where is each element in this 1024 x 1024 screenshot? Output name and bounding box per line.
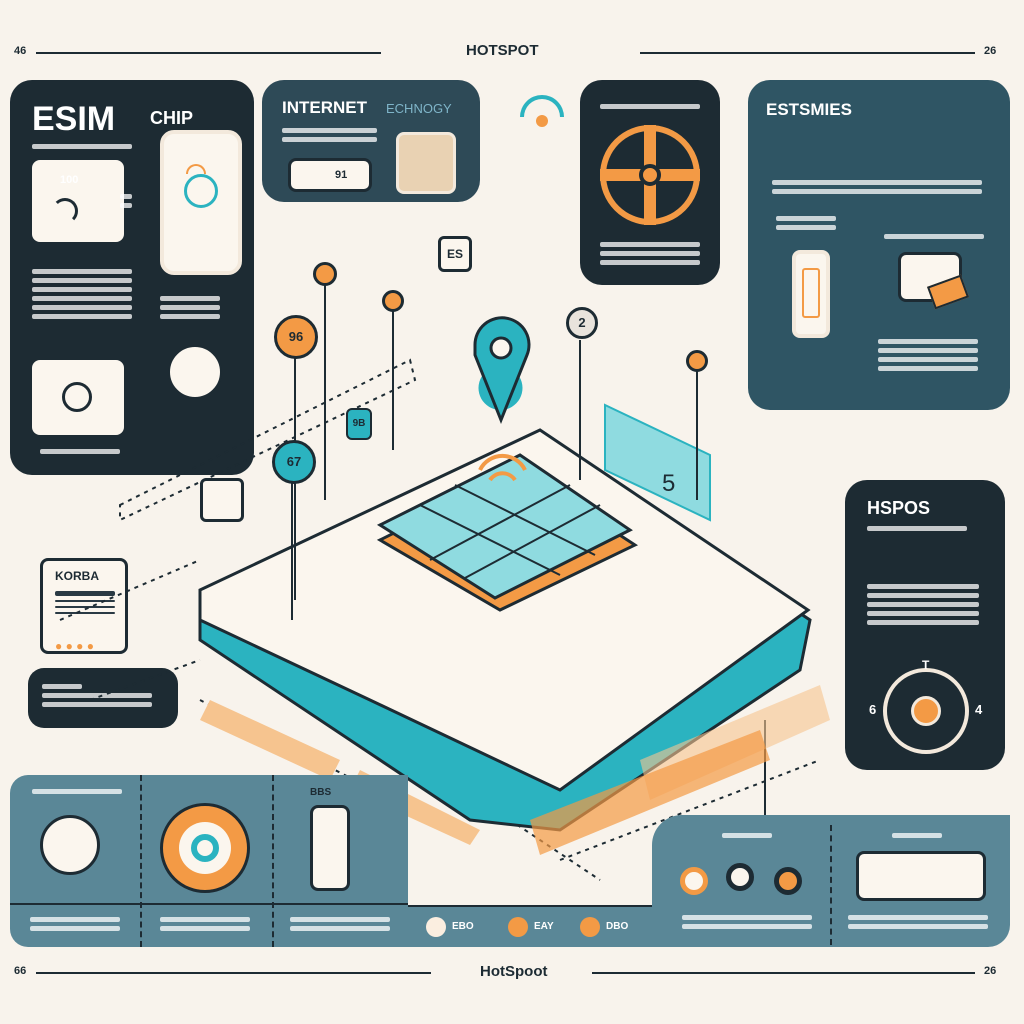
sensor-node-icon — [168, 345, 222, 399]
dial-icon[interactable] — [883, 668, 969, 754]
hspos-panel: HSPOS 6 4 T — [845, 480, 1005, 770]
legend-swatch-2 — [508, 917, 528, 937]
footer-left-number: 66 — [14, 965, 27, 977]
internet-title: INTERNET — [282, 98, 367, 117]
header-title: HOTSPOT — [466, 42, 539, 59]
location-pin-icon — [473, 316, 531, 425]
status-dot-3 — [774, 867, 802, 895]
info-sign — [604, 403, 711, 522]
laptop-icon — [200, 478, 244, 522]
map-marker-67[interactable]: 67 — [272, 440, 316, 484]
wifi-dot-icon — [536, 115, 548, 127]
legend-swatch-3 — [580, 917, 600, 937]
phone-icon-3 — [310, 805, 350, 891]
orange-tag-1 — [200, 700, 340, 780]
map-marker-96[interactable]: 96 — [274, 315, 318, 359]
crosshair-icon — [600, 125, 700, 225]
map-pin-orange[interactable] — [313, 262, 337, 286]
internet-title-suffix: ECHNOGY — [386, 101, 452, 116]
footer-rule-left — [36, 972, 431, 974]
crosshair-panel — [580, 80, 720, 285]
estsmies-panel: ESTSMIES — [748, 80, 1010, 410]
map-marker-9b[interactable]: 9B — [346, 408, 372, 440]
header-right-number: 26 — [984, 45, 997, 57]
dial-left-label: 6 — [869, 702, 877, 717]
map-pin-orange-2[interactable] — [382, 290, 404, 312]
dashed-connector — [119, 358, 417, 522]
signal-icon — [52, 198, 78, 224]
internet-card-value: 91 — [335, 169, 348, 181]
footer-rule-right — [592, 972, 975, 974]
legend-swatch-1 — [426, 917, 446, 937]
signal-card-value: 100 — [60, 174, 79, 186]
header-left-number: 46 — [14, 45, 27, 57]
estsmies-title: ESTSMIES — [766, 100, 852, 119]
sun-icon — [62, 382, 92, 412]
status-card[interactable] — [856, 851, 986, 901]
phone-label: BBS — [310, 787, 332, 798]
esim-panel: ESIM CHIP 100 — [10, 80, 254, 475]
banner-stripe-2 — [530, 730, 770, 855]
note-panel — [28, 668, 178, 728]
legend-label-2: EAY — [534, 921, 554, 932]
bottom-left-panel: BBS — [10, 775, 408, 947]
status-dot-2 — [726, 863, 754, 891]
dial-top-label: T — [922, 658, 930, 672]
esim-subtitle: CHIP — [150, 108, 194, 128]
map-marker-es[interactable]: ES — [438, 236, 472, 272]
map-surface — [198, 428, 811, 792]
header-rule-left — [36, 52, 381, 54]
esim-title: ESIM — [32, 100, 116, 138]
phone-icon-2 — [792, 250, 830, 338]
signal-card: 100 — [32, 160, 124, 242]
header-rule-right — [640, 52, 975, 54]
footer-title: HotSpoot — [480, 963, 548, 980]
status-dot-1 — [680, 867, 708, 895]
ring-icon — [160, 803, 250, 893]
korea-card: KORBA ● ● ● ● — [40, 558, 128, 654]
legend: EBO EAY DBO — [408, 905, 652, 947]
hspos-title: HSPOS — [867, 498, 931, 518]
info-sign-number: 5 — [662, 470, 676, 497]
legend-label-3: DBO — [606, 921, 629, 932]
chip-icon — [376, 453, 633, 600]
dial-right-label: 4 — [975, 702, 983, 717]
phone-icon — [160, 130, 242, 275]
sun-card — [32, 360, 124, 435]
map-pin-orange-3[interactable] — [686, 350, 708, 372]
footer-right-number: 26 — [984, 965, 997, 977]
map-marker-2[interactable]: 2 — [566, 307, 598, 339]
bottom-right-panel — [652, 815, 1010, 947]
korea-card-title: KORBA — [55, 569, 99, 583]
legend-label-1: EBO — [452, 921, 474, 932]
rating-dots: ● ● ● ● — [55, 639, 94, 653]
target-icon — [40, 815, 100, 875]
map-thumbnail — [396, 132, 456, 194]
internet-card: 91 — [288, 158, 372, 192]
internet-panel: INTERNET ECHNOGY 91 — [262, 80, 480, 202]
